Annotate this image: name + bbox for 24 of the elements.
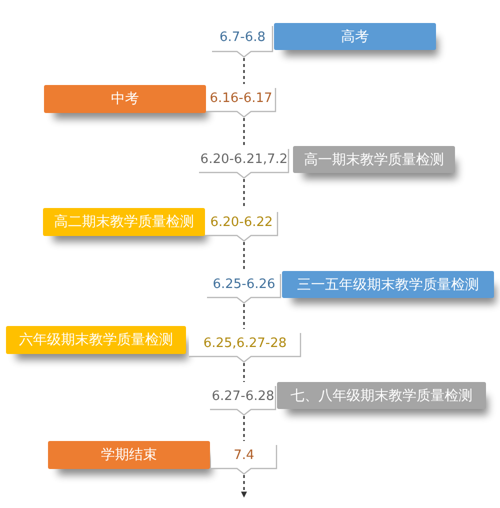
date-callout: 6.20-6.21,7.2 bbox=[199, 145, 289, 179]
date-callout: 6.16-6.17 bbox=[206, 84, 276, 118]
date-callout: 6.25-6.26 bbox=[207, 270, 281, 304]
event-bar: 六年级期末教学质量检测 bbox=[6, 326, 186, 354]
date-callout: 6.27-6.28 bbox=[210, 382, 276, 416]
date-callout: 7.4 bbox=[211, 441, 277, 475]
timeline-line bbox=[243, 416, 245, 441]
timeline-line bbox=[243, 179, 245, 208]
date-callout: 6.20-6.22 bbox=[205, 208, 278, 242]
event-bar: 高考 bbox=[274, 23, 436, 50]
event-bar: 学期结束 bbox=[48, 441, 210, 469]
timeline-line bbox=[243, 242, 245, 270]
event-bar: 高一期末教学质量检测 bbox=[293, 146, 455, 173]
event-bar: 七、八年级期末教学质量检测 bbox=[277, 382, 486, 409]
timeline-arrow bbox=[241, 475, 247, 498]
event-bar: 高二期末教学质量检测 bbox=[43, 208, 205, 236]
event-bar: 三一五年级期末教学质量检测 bbox=[282, 271, 494, 298]
timeline-line bbox=[243, 58, 245, 84]
timeline-line bbox=[243, 304, 245, 329]
date-callout: 6.25,6.27-28 bbox=[189, 329, 301, 363]
timeline-line bbox=[243, 363, 245, 382]
date-callout: 6.7-6.8 bbox=[212, 22, 273, 58]
event-bar: 中考 bbox=[44, 85, 206, 113]
timeline-line bbox=[243, 118, 245, 145]
